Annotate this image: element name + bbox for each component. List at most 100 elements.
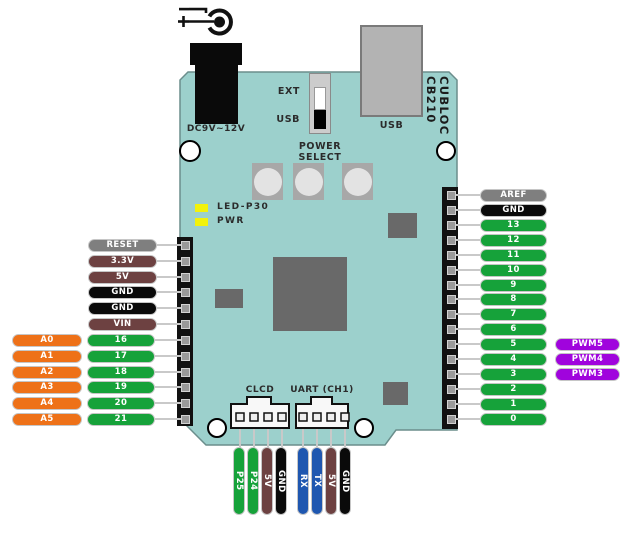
- pin-row: RESET: [88, 238, 190, 252]
- header-pin: [181, 287, 190, 297]
- header-pin: [447, 220, 456, 230]
- power-select-caption: POWER SELECT: [288, 141, 352, 163]
- clcd-connector: [230, 396, 290, 429]
- pin-label-pill: 8: [480, 292, 547, 306]
- capacitor-top: [343, 168, 372, 196]
- pin-row: 13: [447, 218, 547, 232]
- analog-label-pill: A0: [12, 333, 82, 347]
- header-pin: [181, 240, 190, 250]
- header-pin: [181, 382, 190, 392]
- header-pin: [181, 351, 190, 361]
- pin-label-pill: 6: [480, 322, 547, 336]
- pin-row: 9: [447, 278, 547, 292]
- dc-jack-barrel: [195, 65, 238, 124]
- pin-label-pill: 21: [87, 412, 155, 426]
- bottom-pin-pill: RX: [297, 447, 309, 515]
- header-pin: [447, 369, 456, 379]
- header-pin: [181, 319, 190, 329]
- capacitor: [342, 163, 373, 200]
- header-pin: [447, 294, 456, 304]
- pin-label-pill: 20: [87, 396, 155, 410]
- pin-label-pill: 5: [480, 337, 547, 351]
- mounting-hole-icon: [436, 141, 456, 161]
- pin-label-pill: 13: [480, 218, 547, 232]
- pin-row: 6: [447, 322, 547, 336]
- pin-row: 3 PWM3: [447, 367, 620, 381]
- capacitor: [293, 163, 324, 200]
- switch-usb-label: USB: [276, 114, 300, 125]
- clcd-connector-label: CLCD: [245, 385, 275, 395]
- pin-label-pill: 7: [480, 307, 547, 321]
- dc-polarity-icon: [178, 7, 233, 36]
- pin-row: AREF: [447, 188, 547, 202]
- header-pin: [447, 190, 456, 200]
- mounting-hole-icon: [354, 418, 374, 438]
- pwm-label-pill: PWM5: [555, 337, 620, 351]
- mounting-hole-icon: [179, 140, 201, 162]
- pin-label-pill: 12: [480, 233, 547, 247]
- analog-label-pill: A5: [12, 412, 82, 426]
- pin-row: 5V: [88, 270, 190, 284]
- capacitor-top: [253, 168, 282, 196]
- pin-row: VIN: [88, 317, 190, 331]
- power-select-line2: SELECT: [298, 152, 342, 163]
- mcu-chip: [273, 257, 347, 331]
- header-pin: [447, 339, 456, 349]
- header-pin: [447, 205, 456, 215]
- pin-label-pill: 5V: [88, 270, 157, 284]
- pin-label-pill: AREF: [480, 188, 547, 202]
- pwm-label-pill: PWM3: [555, 367, 620, 381]
- pin-label-pill: RESET: [88, 238, 157, 252]
- pin-label-pill: 16: [87, 333, 155, 347]
- pin-label-pill: GND: [480, 203, 547, 217]
- pin-row: A0 16: [12, 333, 190, 347]
- header-pin: [181, 256, 190, 266]
- pin-row: 1: [447, 397, 547, 411]
- pwr-led-icon: [195, 218, 208, 226]
- pin-row: 3.3V: [88, 254, 190, 268]
- header-pin: [181, 367, 190, 377]
- pin-row: GND: [88, 285, 190, 299]
- bottom-pin-pill: P25: [233, 447, 245, 515]
- analog-label-pill: A2: [12, 365, 82, 379]
- header-pin: [181, 398, 190, 408]
- pin-label-pill: 18: [87, 365, 155, 379]
- bottom-pin-pill: 5V: [261, 447, 273, 515]
- bottom-pin-pill: GND: [275, 447, 287, 515]
- pin-label-pill: 3: [480, 367, 547, 381]
- switch-slot: [314, 87, 326, 110]
- header-pin: [181, 303, 190, 313]
- board-name-line2: CB210: [424, 76, 438, 124]
- bottom-pin-pill: GND: [339, 447, 351, 515]
- led-p30-label: LED-P30: [217, 202, 270, 212]
- power-select-switch: [309, 73, 331, 134]
- uart-connector-label: UART (CH1): [290, 385, 354, 395]
- smd-component: [215, 289, 243, 308]
- pin-row: 5 PWM5: [447, 337, 620, 351]
- led-p30-icon: [195, 204, 208, 212]
- header-pin: [181, 272, 190, 282]
- pin-label-pill: 2: [480, 382, 547, 396]
- pin-row: 11: [447, 248, 547, 262]
- capacitor-top: [294, 168, 323, 196]
- mounting-hole-icon: [207, 418, 227, 438]
- pin-label-pill: 0: [480, 412, 547, 426]
- header-pin: [447, 309, 456, 319]
- bottom-pin-pill: P24: [247, 447, 259, 515]
- switch-ext-label: EXT: [277, 86, 300, 97]
- pwm-label-pill: PWM4: [555, 352, 620, 366]
- usb-connector: [360, 25, 423, 117]
- pin-label-pill: GND: [88, 285, 157, 299]
- header-pin: [447, 250, 456, 260]
- header-pin: [447, 280, 456, 290]
- pin-row: GND: [447, 203, 547, 217]
- header-pin: [447, 354, 456, 364]
- pin-label-pill: 10: [480, 263, 547, 277]
- pin-row: 7: [447, 307, 547, 321]
- analog-label-pill: A3: [12, 380, 82, 394]
